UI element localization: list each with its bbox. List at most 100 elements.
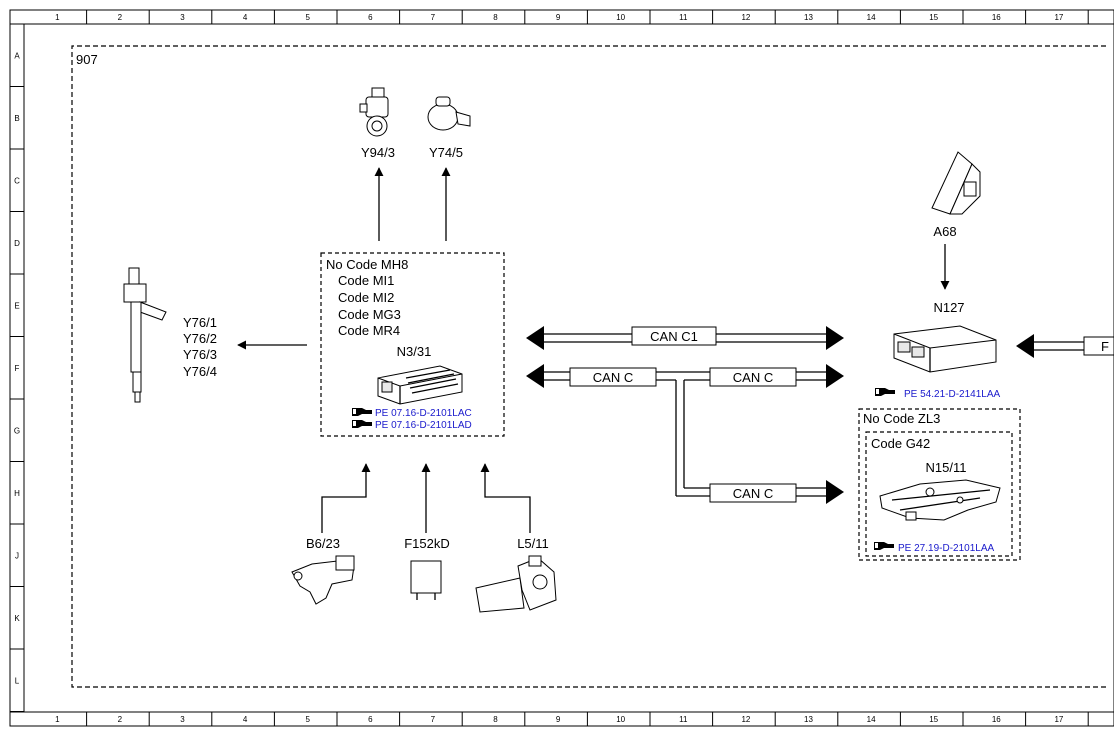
row-marker: F — [15, 364, 20, 373]
controller-n15-11-image — [879, 479, 1001, 521]
pedal-label: A68 — [933, 224, 956, 239]
row-marker: A — [14, 51, 20, 60]
column-marker: 9 — [556, 715, 561, 724]
column-marker: 9 — [556, 13, 561, 22]
column-marker: 12 — [741, 715, 750, 724]
drawing-frame — [9, 9, 1114, 727]
transmission-ref[interactable]: PE 27.19-D-2101LAA — [874, 542, 995, 554]
module-n127-image — [893, 325, 997, 373]
column-marker: 17 — [1054, 13, 1063, 22]
pedal-a68-image — [931, 151, 981, 215]
sensor-l5-11-image — [475, 555, 557, 613]
column-marker: 14 — [867, 715, 876, 724]
column-marker: 2 — [118, 715, 123, 724]
injector-label: Y76/1 — [183, 315, 217, 330]
column-marker: 1 — [55, 13, 60, 22]
input-label: F152kD — [404, 536, 450, 551]
column-marker: 7 — [431, 13, 436, 22]
injector-label: Y76/3 — [183, 347, 217, 362]
column-marker: 16 — [992, 715, 1001, 724]
module-label: N127 — [933, 300, 964, 315]
ecu-code-line: Code MI2 — [338, 290, 394, 305]
input-label: B6/23 — [306, 536, 340, 551]
column-markers: 1122334455667788991010111112121313141415… — [55, 10, 1089, 726]
ecu-code-line: Code MG3 — [338, 307, 401, 322]
row-marker: K — [14, 614, 20, 623]
column-marker: 10 — [616, 715, 625, 724]
column-marker: 3 — [180, 13, 185, 22]
group-id: 907 — [76, 52, 98, 67]
column-marker: 8 — [493, 715, 498, 724]
pointing-hand-icon — [875, 388, 895, 396]
column-marker: 14 — [867, 13, 876, 22]
can-c-bus — [526, 364, 844, 504]
transmission-outer-box — [858, 408, 1021, 561]
column-marker: 13 — [804, 715, 813, 724]
edge-connection — [1016, 334, 1114, 358]
ecu-code-line: Code MI1 — [338, 273, 394, 288]
column-marker: 2 — [118, 13, 123, 22]
injector-label: Y76/2 — [183, 331, 217, 346]
column-marker: 13 — [804, 13, 813, 22]
transmission-ref-text[interactable]: PE 27.19-D-2101LAA — [898, 543, 995, 554]
column-marker: 4 — [243, 13, 248, 22]
can-c1-bus — [526, 326, 844, 350]
column-marker: 3 — [180, 715, 185, 724]
column-marker: 16 — [992, 13, 1001, 22]
row-marker: D — [14, 239, 20, 248]
column-marker: 8 — [493, 13, 498, 22]
column-marker: 15 — [929, 13, 938, 22]
column-marker: 10 — [616, 13, 625, 22]
row-marker: L — [15, 676, 20, 685]
pointing-hand-icon — [874, 542, 894, 550]
module-ref-text[interactable]: PE 54.21-D-2141LAA — [904, 389, 1001, 400]
injector-image — [123, 267, 167, 403]
column-marker: 5 — [305, 715, 310, 724]
ecu-ref-text[interactable]: PE 07.16-D-2101LAD — [375, 420, 472, 431]
can-c-label: CAN C — [733, 486, 773, 501]
can-c-label: CAN C — [733, 370, 773, 385]
column-marker: 6 — [368, 715, 373, 724]
ecu-unit-image — [377, 365, 463, 405]
row-marker: C — [14, 176, 20, 185]
sensor-b6-23-image — [291, 555, 355, 605]
row-marker: E — [14, 301, 19, 310]
edge-label: F — [1101, 339, 1109, 354]
transmission-outer-label: No Code ZL3 — [863, 411, 940, 426]
ecu-ref-1[interactable]: PE 07.16-D-2101LAC — [352, 408, 472, 419]
column-marker: 12 — [741, 13, 750, 22]
column-marker: 15 — [929, 715, 938, 724]
column-marker: 6 — [368, 13, 373, 22]
column-marker: 17 — [1054, 715, 1063, 724]
group-border — [71, 45, 1106, 688]
row-marker: J — [15, 551, 19, 560]
valve-y74-5-image — [427, 96, 471, 131]
arrow-from-b6-23 — [321, 463, 371, 533]
input-label: L5/11 — [517, 536, 549, 551]
injector-label: Y76/4 — [183, 364, 217, 379]
transmission-component-label: N15/11 — [926, 460, 967, 475]
can-c-label: CAN C — [593, 370, 633, 385]
output-label: Y94/3 — [361, 145, 395, 160]
can-c1-label: CAN C1 — [650, 329, 698, 344]
ecu-box — [320, 252, 505, 437]
ecu-code-line: Code MR4 — [338, 323, 400, 338]
arrow-from-l5-11 — [480, 463, 531, 533]
column-marker: 4 — [243, 715, 248, 724]
ecu-ref-2[interactable]: PE 07.16-D-2101LAD — [352, 420, 472, 431]
ecu-ref-text[interactable]: PE 07.16-D-2101LAC — [375, 408, 472, 419]
column-marker: 1 — [55, 715, 60, 724]
transmission-inner-label: Code G42 — [871, 436, 930, 451]
column-marker: 7 — [431, 715, 436, 724]
pointing-hand-icon — [352, 408, 372, 416]
column-marker: 5 — [305, 13, 310, 22]
transmission-inner-box — [865, 431, 1013, 557]
module-ref[interactable]: PE 54.21-D-2141LAA — [875, 388, 1001, 400]
relay-f152kd-image — [410, 560, 442, 600]
valve-y94-3-image — [359, 87, 389, 137]
column-marker: 11 — [679, 13, 688, 22]
row-marker: H — [14, 489, 20, 498]
column-marker: 11 — [679, 715, 688, 724]
